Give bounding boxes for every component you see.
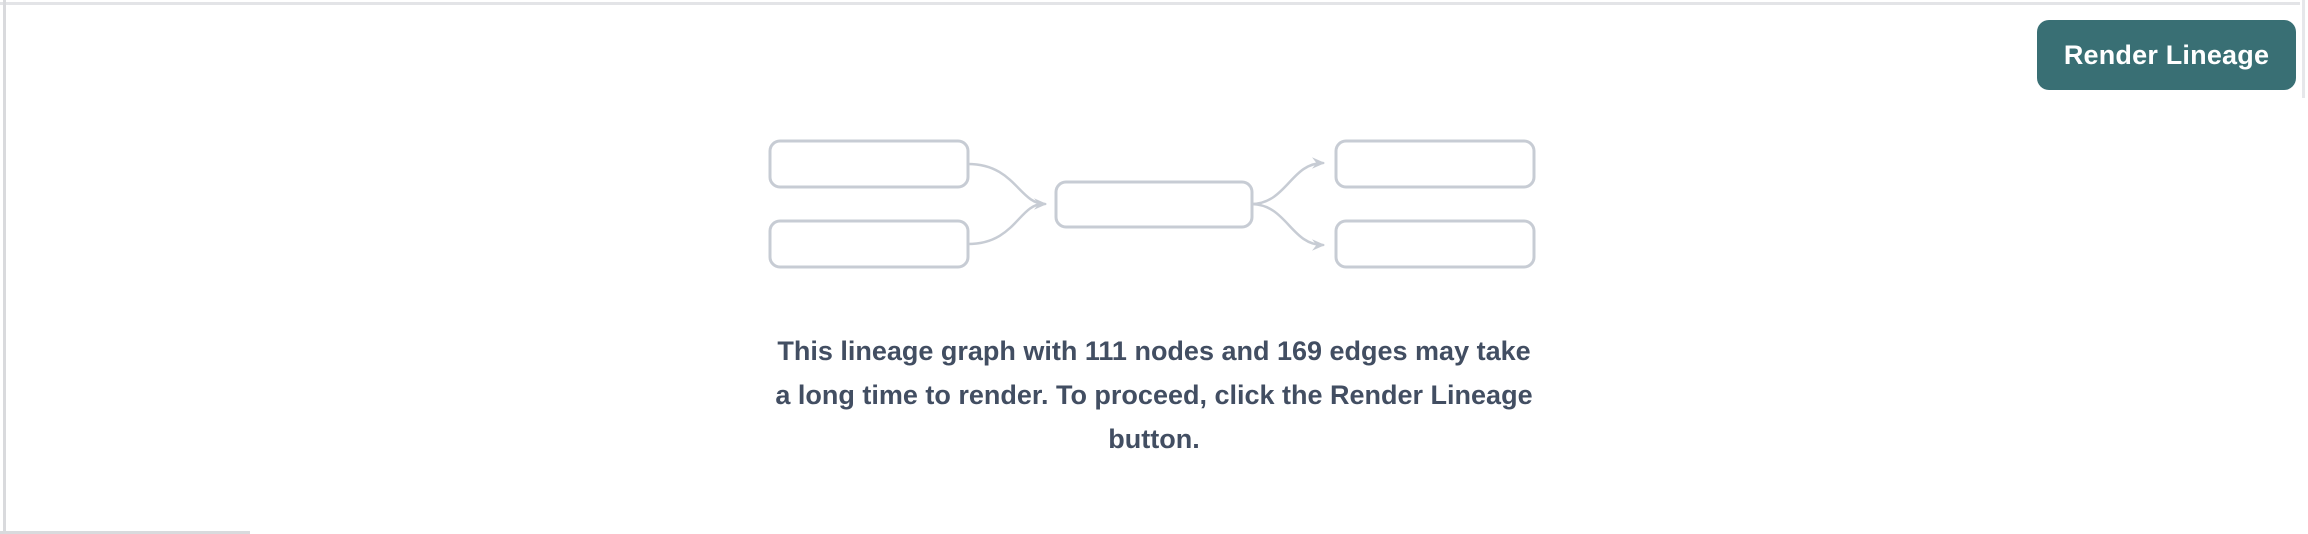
placeholder-node bbox=[1334, 139, 1535, 189]
placeholder-node bbox=[768, 139, 969, 189]
lineage-placeholder-content: This lineage graph with 111 nodes and 16… bbox=[744, 139, 1564, 461]
placeholder-node bbox=[768, 219, 969, 269]
panel-right-divider bbox=[2302, 0, 2305, 98]
lineage-placeholder-diagram bbox=[768, 139, 1535, 269]
message-line: button. bbox=[1108, 424, 1200, 454]
panel-top-divider bbox=[0, 2, 2300, 5]
panel-bottom-divider bbox=[0, 531, 250, 534]
placeholder-edge bbox=[966, 202, 1044, 246]
message-line: This lineage graph with 111 nodes and 16… bbox=[777, 336, 1531, 366]
placeholder-node bbox=[1054, 180, 1253, 229]
message-line: a long time to render. To proceed, click… bbox=[775, 380, 1533, 410]
render-lineage-button[interactable]: Render Lineage bbox=[2037, 20, 2296, 90]
render-warning-message: This lineage graph with 111 nodes and 16… bbox=[744, 329, 1564, 461]
placeholder-edge bbox=[966, 162, 1047, 210]
panel-left-divider bbox=[3, 0, 6, 534]
placeholder-edge bbox=[1250, 202, 1325, 251]
placeholder-edge bbox=[1250, 157, 1325, 206]
placeholder-node bbox=[1334, 219, 1535, 269]
